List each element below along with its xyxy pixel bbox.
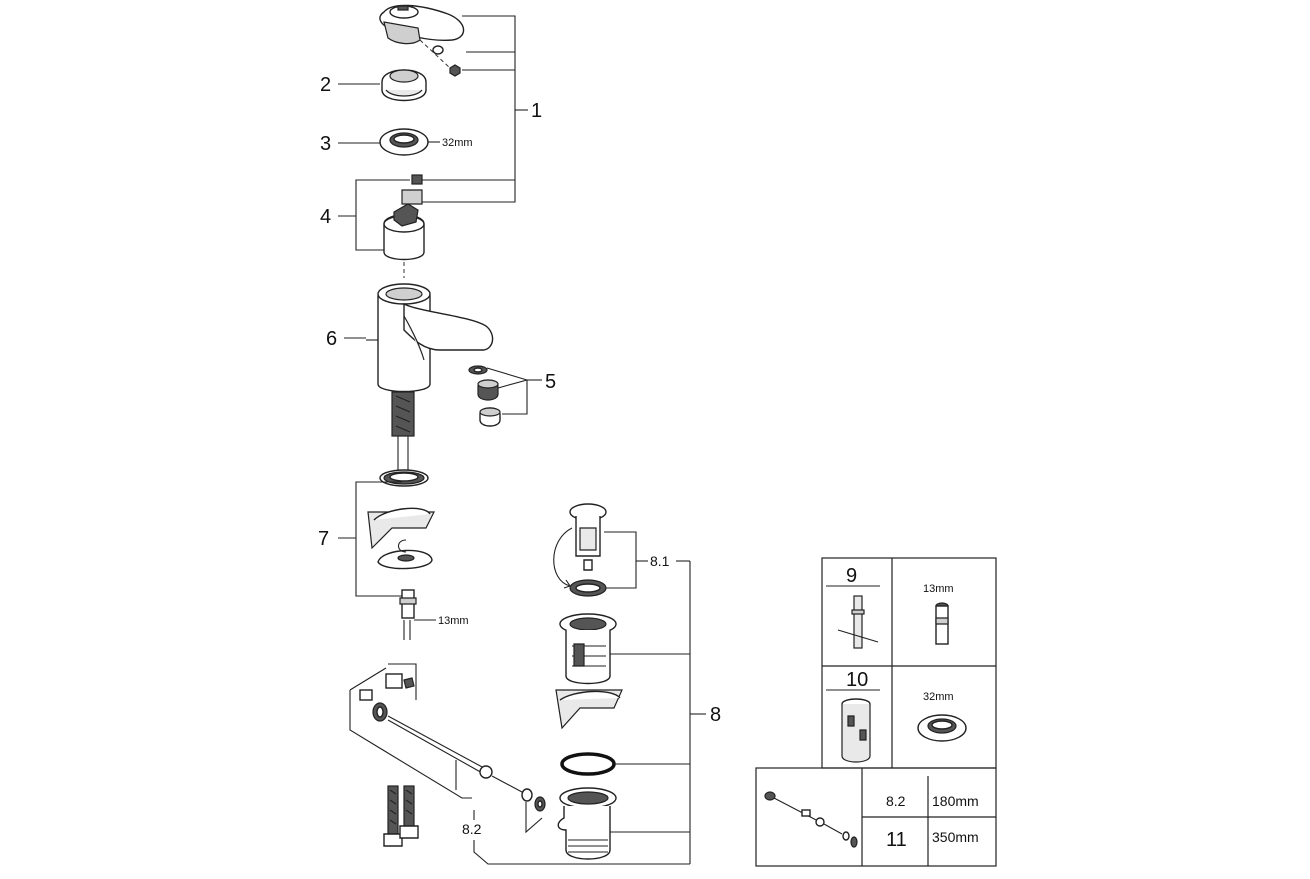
label-8: 8: [710, 704, 721, 726]
table-row-1-length: 180mm: [932, 793, 979, 809]
part-81-popup-plug: [553, 503, 607, 597]
table-row-2-part: 11: [886, 829, 907, 851]
tool-9-socket: [935, 602, 949, 645]
table-row-2-length: 350mm: [932, 829, 979, 845]
label-2: 2: [320, 74, 331, 96]
table-dim-10: 32mm: [923, 691, 954, 703]
tool-9-key: [837, 595, 879, 649]
part-5-aerator: [468, 365, 501, 427]
table-label-9: 9: [846, 565, 857, 587]
tool-10-nut: [917, 714, 967, 742]
part-2-cover-cap: [381, 69, 427, 102]
part-7-mounting-set: [367, 436, 436, 640]
label-6: 6: [326, 328, 337, 350]
part-1-lever-handle: [379, 4, 465, 77]
label-82-bottom: 8.2: [462, 821, 482, 837]
label-3: 3: [320, 133, 331, 155]
dim-3-32mm: 32mm: [442, 137, 473, 149]
label-81: 8.1: [650, 553, 670, 569]
table-dim-9: 13mm: [923, 583, 954, 595]
label-4: 4: [320, 206, 331, 228]
table-row-1-part: 8.2: [886, 793, 906, 809]
part-8-drain: [555, 613, 623, 860]
label-7: 7: [318, 528, 329, 550]
rod-kit-icon: [764, 791, 858, 848]
label-1: 1: [531, 100, 542, 122]
faucet-body: [366, 283, 494, 437]
dim-7-13mm: 13mm: [438, 615, 469, 627]
table-label-10: 10: [846, 669, 868, 691]
callout-1-bracket: [418, 15, 528, 203]
part-4-cartridge: [383, 174, 425, 278]
accessory-table: [755, 557, 997, 867]
supply-hoses: [383, 785, 419, 847]
tool-10-sleeve: [841, 698, 871, 763]
label-5: 5: [545, 371, 556, 393]
part-3-nut: [379, 128, 440, 156]
part-82-popup-rod: [359, 663, 546, 812]
